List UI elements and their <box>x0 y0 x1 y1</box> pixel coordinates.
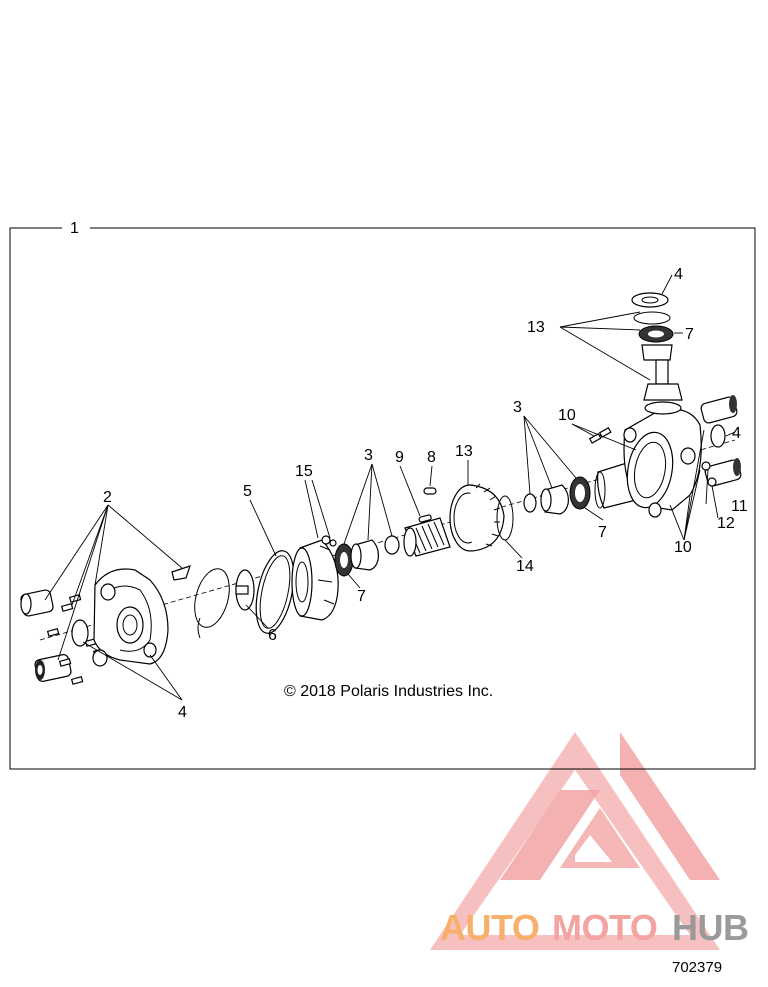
ring-gear <box>449 483 514 552</box>
watermark-brand: AUTO MOTO HUB <box>440 907 749 948</box>
callout-14: 15 <box>295 463 313 480</box>
callout-3-right: 3 <box>513 399 522 416</box>
callout-7-right: 7 <box>598 524 607 541</box>
roller-cage <box>403 487 451 557</box>
callout-4-left: 4 <box>178 704 187 721</box>
sleeve-center <box>350 535 400 571</box>
callout-13-center: 13 <box>455 443 473 460</box>
callout-12: 12 <box>717 515 735 532</box>
clutch-housing <box>291 535 339 621</box>
bearing-center <box>334 543 354 577</box>
plug-lower <box>34 654 72 682</box>
callout-3-center: 3 <box>364 447 373 464</box>
callout-4-top: 4 <box>674 266 683 283</box>
callout-6: 6 <box>268 627 277 644</box>
assembly-frame: 1 <box>9 220 756 770</box>
callout-4-right: 4 <box>732 425 741 442</box>
plug-upper <box>20 589 54 617</box>
gasket-plate <box>235 550 295 634</box>
main-housing <box>588 292 742 518</box>
cover-assembly <box>20 565 230 685</box>
copyright-text: © 2018 Polaris Industries Inc. <box>284 683 493 700</box>
callout-11: 11 <box>731 498 748 515</box>
callout-2: 2 <box>103 489 112 506</box>
sleeves-right <box>523 461 638 515</box>
callout-8: 8 <box>427 449 436 466</box>
callout-13-top: 13 <box>527 319 545 336</box>
callout-10-lower: 10 <box>674 539 692 556</box>
svg-text:MOTO: MOTO <box>552 907 657 948</box>
callout-7-center: 7 <box>357 588 366 605</box>
callout-9: 9 <box>395 449 404 466</box>
callout-15: 14 <box>516 558 534 575</box>
callout-10-upper: 10 <box>558 407 576 424</box>
callout-7-top: 7 <box>685 326 694 343</box>
callout-1: 1 <box>70 220 79 237</box>
leader-lines <box>44 274 736 701</box>
document-number: 702379 <box>672 959 722 976</box>
callout-labels: 2 4 5 6 15 3 7 9 8 13 14 3 7 10 13 7 4 4… <box>103 266 748 721</box>
svg-text:AUTO: AUTO <box>440 907 539 948</box>
svg-text:HUB: HUB <box>672 907 749 948</box>
callout-5: 5 <box>243 483 252 500</box>
